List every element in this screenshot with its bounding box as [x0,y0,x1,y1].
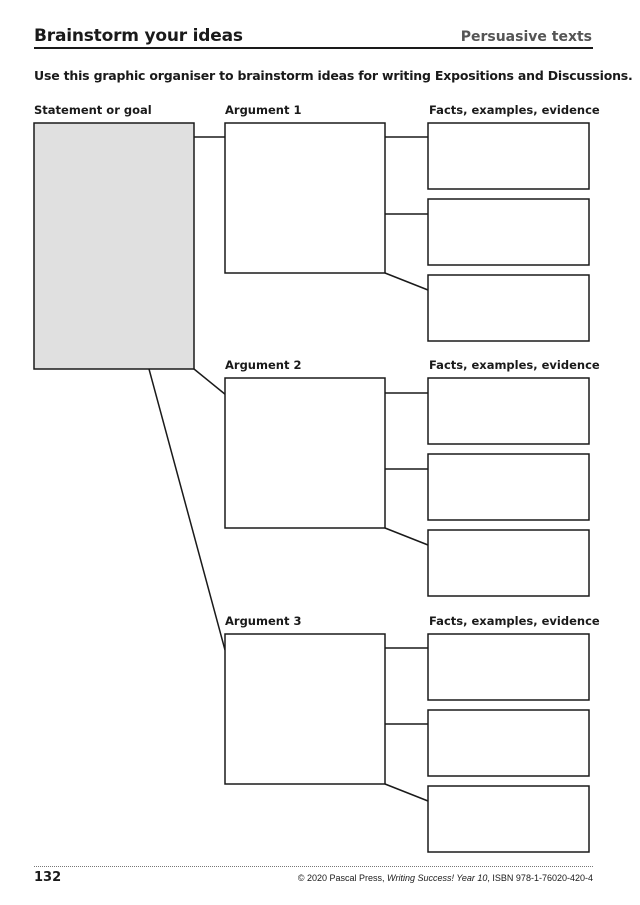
statement-box[interactable] [33,122,195,370]
evidence-box[interactable] [427,785,590,853]
argument-2-box[interactable] [224,377,386,529]
connector [384,783,429,802]
evidence-box[interactable] [427,377,590,445]
evidence-box[interactable] [427,633,590,701]
argument-2-label: Argument 2 [225,358,302,372]
connector [148,368,226,651]
page-title: Brainstorm your ideas [34,26,243,46]
facts-label-2: Facts, examples, evidence [429,358,600,372]
argument-3-label: Argument 3 [225,614,302,628]
section-title: Persuasive texts [460,29,592,45]
argument-1-label: Argument 1 [225,103,302,117]
connector [384,272,429,291]
statement-label: Statement or goal [34,103,152,117]
instruction-text: Use this graphic organiser to brainstorm… [34,68,633,83]
evidence-box[interactable] [427,122,590,190]
connector [193,368,227,396]
evidence-box[interactable] [427,709,590,777]
connector [384,527,429,546]
evidence-box[interactable] [427,274,590,342]
evidence-box[interactable] [427,453,590,521]
isbn: , ISBN 978-1-76020-420-4 [487,873,593,883]
footer-rule [34,866,593,867]
copyright: © 2020 Pascal Press, Writing Success! Ye… [298,873,593,883]
argument-1-box[interactable] [224,122,386,274]
evidence-box[interactable] [427,198,590,266]
facts-label-3: Facts, examples, evidence [429,614,600,628]
header-rule [34,47,593,49]
argument-3-box[interactable] [224,633,386,785]
page-number: 132 [34,870,62,885]
copyright-prefix: © 2020 Pascal Press, [297,873,388,883]
evidence-box[interactable] [427,529,590,597]
facts-label-1: Facts, examples, evidence [429,103,600,117]
book-title: Writing Success! Year 10 [387,873,488,883]
